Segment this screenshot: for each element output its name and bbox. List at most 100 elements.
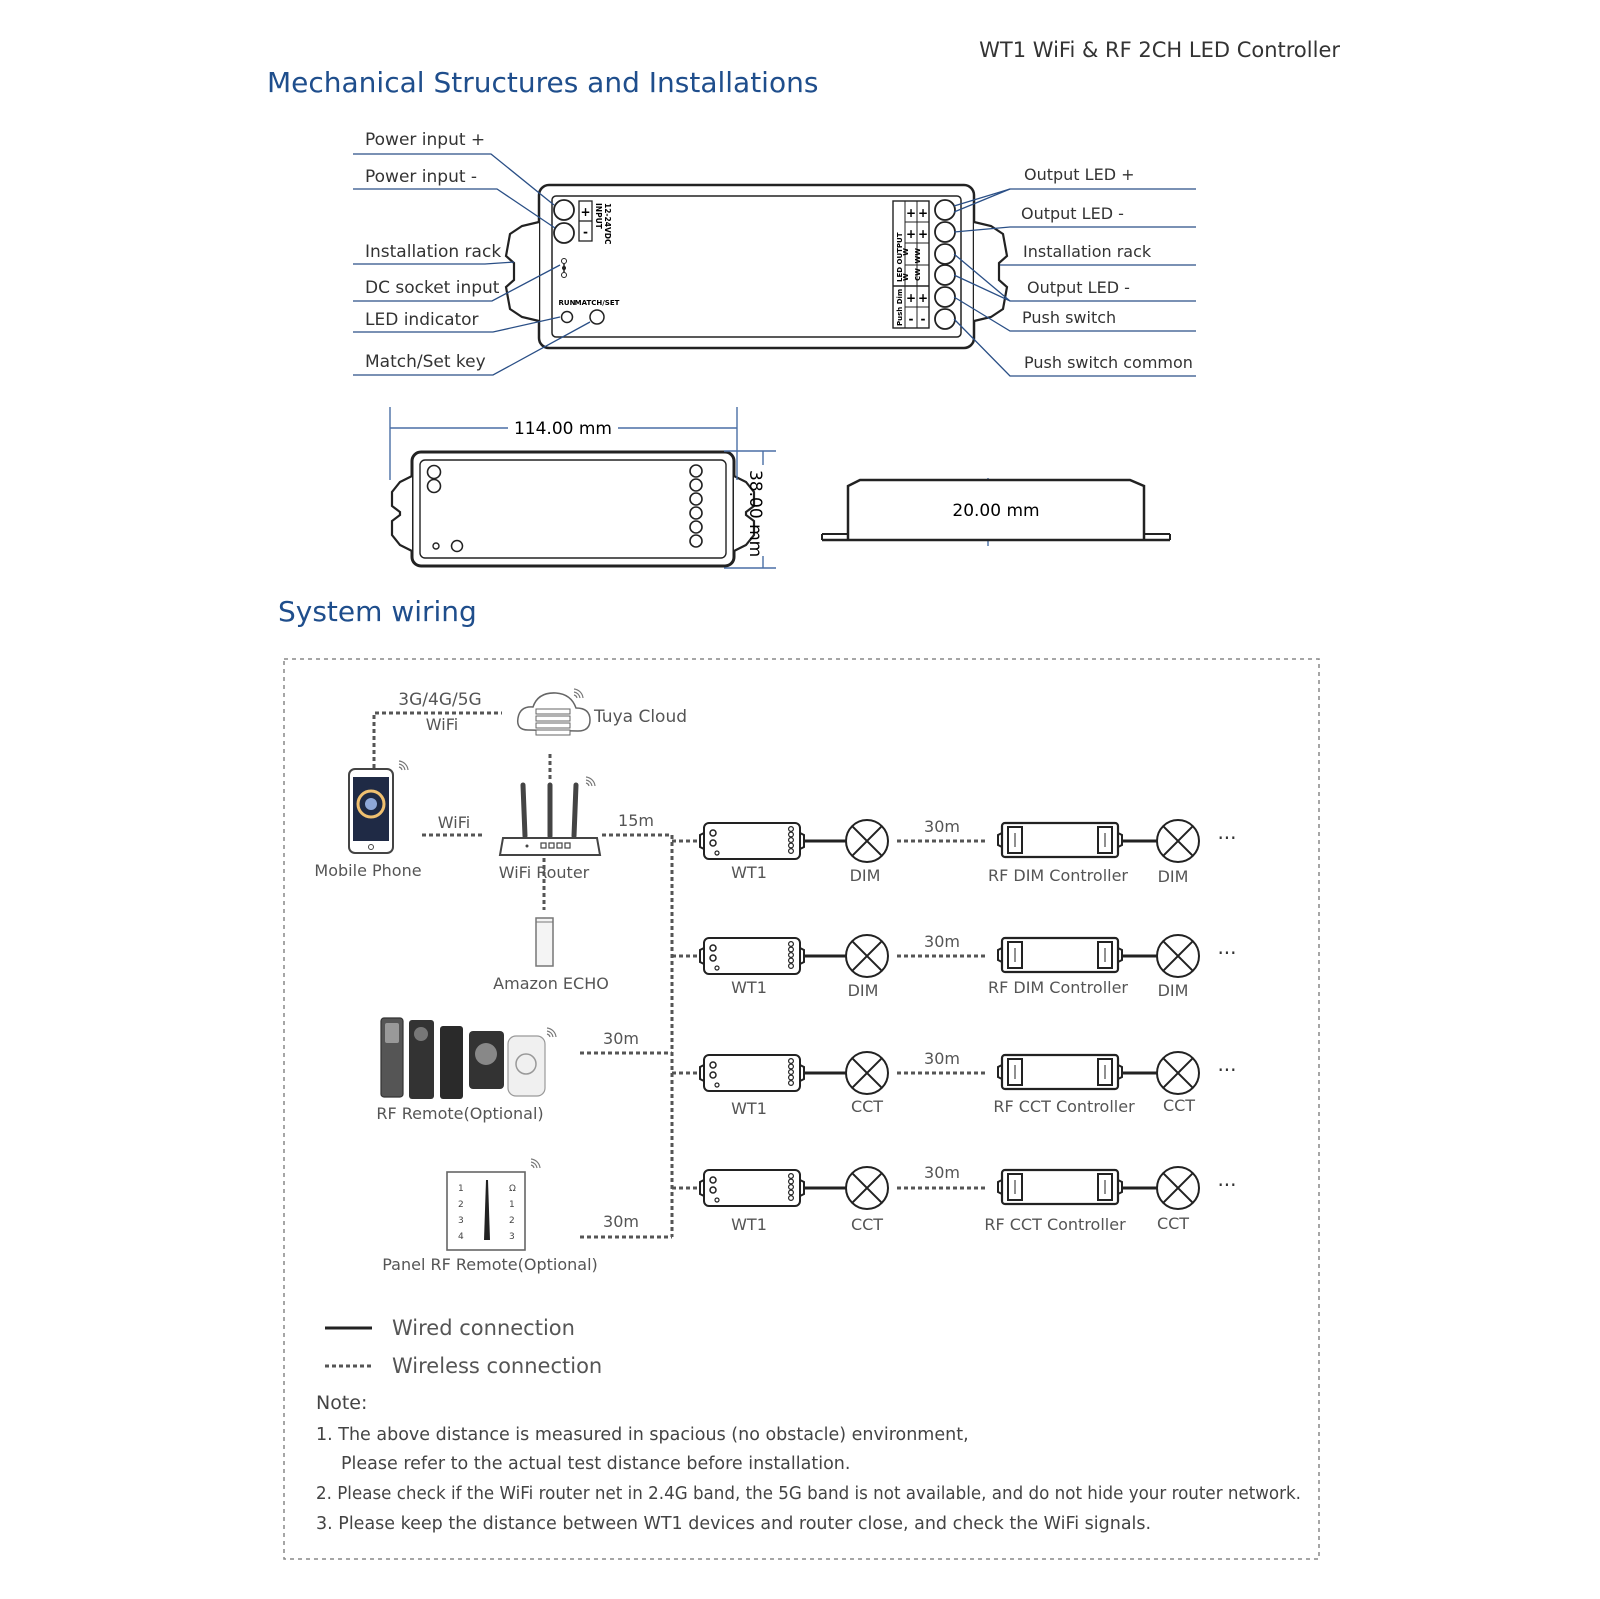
label-power-input-minus: Power input - xyxy=(365,167,477,187)
cloud-link-wifi-label: WiFi xyxy=(426,715,458,734)
dimension-side-view xyxy=(821,478,1171,542)
rf-remote-icons xyxy=(380,1017,557,1099)
row3-load1: CCT xyxy=(851,1097,883,1116)
out-mark-1b: + xyxy=(918,206,928,220)
legend-wireless-label: Wireless connection xyxy=(392,1354,602,1378)
row2-controller: WT1 xyxy=(731,978,767,997)
power-input-plus-terminal xyxy=(553,199,575,221)
out-mark-2b: + xyxy=(918,227,928,241)
right-leader-lines xyxy=(953,188,1196,377)
notes-title: Note: xyxy=(316,1392,367,1414)
label-installation-rack-right: Installation rack xyxy=(1023,242,1152,261)
legend: Wired connection Wireless connection xyxy=(325,1316,602,1378)
left-installation-rack xyxy=(504,220,540,323)
label-output-led-minus-2: Output LED - xyxy=(1027,278,1130,297)
row1-rf-controller: RF DIM Controller xyxy=(988,866,1128,885)
label-output-led-minus-1: Output LED - xyxy=(1021,204,1124,223)
row4-load1: CCT xyxy=(851,1215,883,1234)
left-labels: Power input + Power input - Installation… xyxy=(365,130,501,372)
row2-distance: 30m xyxy=(924,932,960,951)
dimension-top-view xyxy=(390,450,756,568)
wifi-router-icon xyxy=(498,776,602,856)
out-mark-1a: + xyxy=(906,206,916,220)
out-col-w2: W xyxy=(902,273,910,281)
label-push-switch: Push switch xyxy=(1022,308,1116,327)
row4-distance: 30m xyxy=(924,1163,960,1182)
section-title-mechanical: Mechanical Structures and Installations xyxy=(267,66,818,99)
row2-load2: DIM xyxy=(1158,981,1189,1000)
input-label: INPUT xyxy=(594,203,603,230)
out-col-ww: WW xyxy=(914,248,922,264)
note-3: 3. Please keep the distance between WT1 … xyxy=(316,1514,1151,1534)
row1-ellipsis: ··· xyxy=(1217,826,1236,850)
note-1-cont: Please refer to the actual test distance… xyxy=(341,1454,850,1474)
wiring-row-3: WT1 CCT 30m RF CCT Controller CCT ··· xyxy=(699,1049,1237,1118)
row1-load2: DIM xyxy=(1158,867,1189,886)
mobile-phone-icon xyxy=(348,760,409,854)
right-labels: Output LED + Output LED - Installation r… xyxy=(1021,165,1193,372)
output-terminal-block: + + + + W WW W CW + + - - LED OUTPUT Pus… xyxy=(892,200,930,329)
input-plus-mark: + xyxy=(580,205,590,219)
phone-label: Mobile Phone xyxy=(314,861,421,880)
output-screw-terminals xyxy=(934,199,956,330)
label-match-set-key: Match/Set key xyxy=(365,352,486,372)
svg-text:Ω: Ω xyxy=(509,1184,516,1194)
row4-rf-controller: RF CCT Controller xyxy=(984,1215,1126,1234)
echo-label: Amazon ECHO xyxy=(493,974,609,993)
svg-text:2: 2 xyxy=(509,1216,515,1226)
wiring-frame xyxy=(283,658,1320,1560)
out-col-w1: W xyxy=(902,248,910,256)
left-leader-lines xyxy=(353,153,591,376)
dimension-height: 20.00 mm xyxy=(952,501,1039,521)
svg-text:1: 1 xyxy=(509,1200,515,1210)
out-mark-5b: + xyxy=(918,291,928,305)
label-output-led-plus: Output LED + xyxy=(1024,165,1135,184)
router-link-label: 15m xyxy=(618,811,654,830)
legend-wired-label: Wired connection xyxy=(392,1316,575,1340)
wiring-row-1: WT1 DIM 30m RF DIM Controller DIM ··· xyxy=(699,817,1237,886)
svg-text:3: 3 xyxy=(458,1216,464,1226)
row2-ellipsis: ··· xyxy=(1217,941,1236,965)
cloud-label: Tuya Cloud xyxy=(593,707,687,727)
note-1: 1. The above distance is measured in spa… xyxy=(316,1425,969,1445)
section-title-wiring: System wiring xyxy=(278,595,477,628)
push-dim-label: Push Dim xyxy=(896,289,904,326)
label-push-switch-common: Push switch common xyxy=(1024,353,1193,372)
svg-text:3: 3 xyxy=(509,1232,515,1242)
note-2: 2. Please check if the WiFi router net i… xyxy=(316,1484,1301,1504)
match-set-label: MATCH/SET xyxy=(575,299,620,307)
match-set-key-icon xyxy=(589,309,605,325)
panel-remote-distance: 30m xyxy=(603,1212,639,1231)
led-indicator-icon xyxy=(560,310,574,324)
panel-rf-remote-icon xyxy=(446,1158,541,1251)
row1-load1: DIM xyxy=(850,866,881,885)
wiring-row-4: WT1 CCT 30m RF CCT Controller CCT ··· xyxy=(699,1163,1237,1234)
dimension-lines xyxy=(389,407,989,569)
row2-load1: DIM xyxy=(848,981,879,1000)
svg-text:1: 1 xyxy=(458,1184,464,1194)
right-installation-rack xyxy=(973,220,1009,323)
power-input-minus-terminal xyxy=(553,222,575,244)
wiring-row-2: WT1 DIM 30m RF DIM Controller DIM ··· xyxy=(699,932,1237,1000)
row1-distance: 30m xyxy=(924,817,960,836)
cloud-icon xyxy=(516,688,591,736)
dimension-length: 114.00 mm xyxy=(514,419,612,439)
label-led-indicator: LED indicator xyxy=(365,310,479,330)
row3-load2: CCT xyxy=(1163,1096,1195,1115)
controller-top-view: + - INPUT 12-24VDC RUN MATCH/SET + + + xyxy=(504,183,1009,350)
row2-rf-controller: RF DIM Controller xyxy=(988,978,1128,997)
row4-load2: CCT xyxy=(1157,1214,1189,1233)
amazon-echo-icon xyxy=(535,917,554,967)
out-col-cw: CW xyxy=(914,268,922,281)
row1-controller: WT1 xyxy=(731,863,767,882)
input-voltage-label: 12-24VDC xyxy=(603,203,612,245)
cloud-link-label: 3G/4G/5G xyxy=(398,690,481,710)
row3-rf-controller: RF CCT Controller xyxy=(993,1097,1135,1116)
out-mark-5a: + xyxy=(906,291,916,305)
svg-text:4: 4 xyxy=(458,1232,464,1242)
wireless-links xyxy=(372,711,988,1239)
run-label: RUN xyxy=(559,299,576,307)
row3-ellipsis: ··· xyxy=(1217,1058,1236,1082)
router-label: WiFi Router xyxy=(499,863,590,882)
